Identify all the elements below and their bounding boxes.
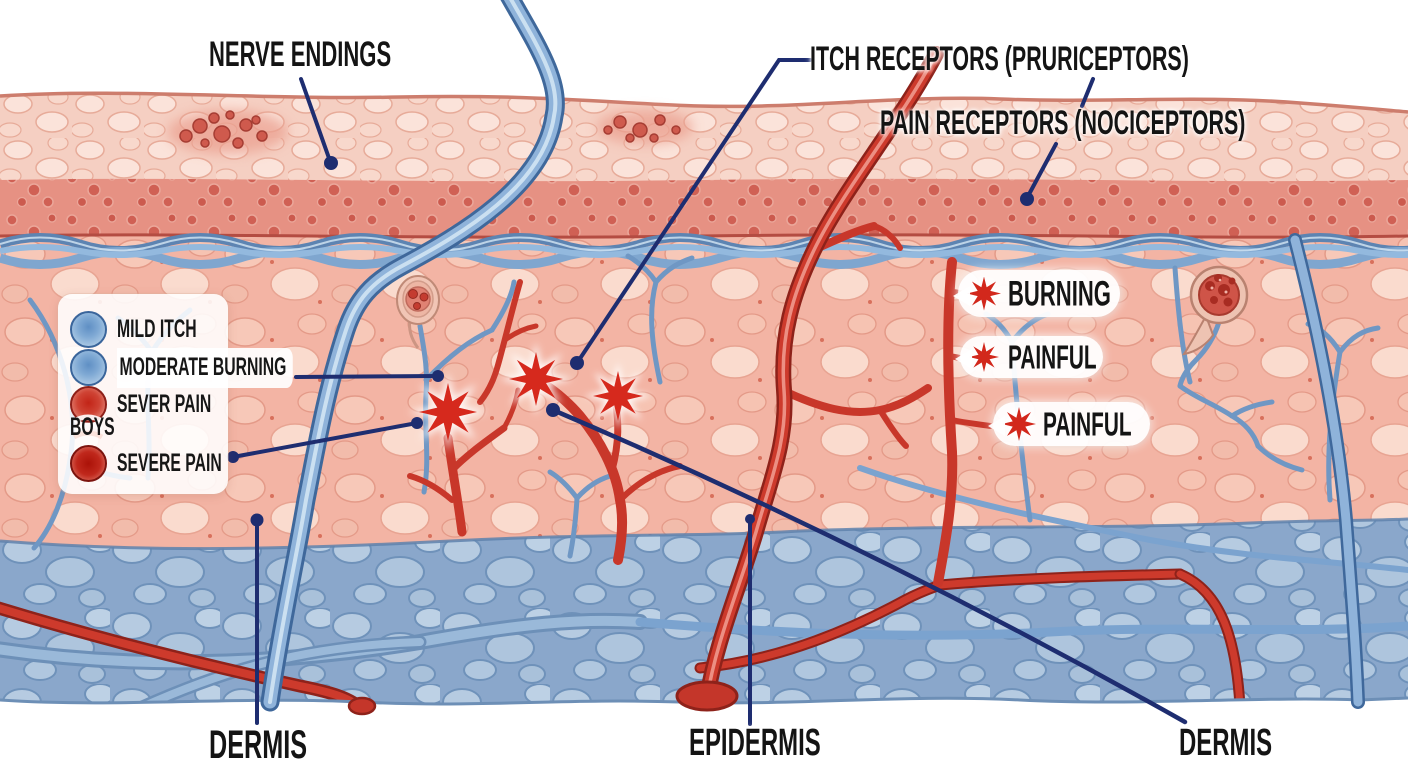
label-itch-receptors: ITCH RECEPTORS (PRURICEPTORS) [810,40,1189,78]
legend-item-boys: BOYS [70,413,141,442]
callout-painful-1: PAINFUL [955,336,1103,378]
label-pain-receptors: PAIN RECEPTORS (NOCICEPTORS) [880,104,1246,142]
legend-item-label: MODERATE BURNING [117,348,293,388]
inflamed-cluster-left [168,110,288,154]
label-epidermis: EPIDERMIS [689,722,821,764]
leader-legend-b [227,417,423,463]
legend-item-moderate-burning: MODERATE BURNING [70,348,396,388]
red-starburst-icon [967,340,1001,374]
leader-stub [1080,77,1095,108]
legend-item-label: MILD ITCH [117,314,197,343]
dark-red-gradient-circle-icon [70,445,107,482]
corpuscle-large [1181,265,1249,356]
leader-dermis-right [546,403,1188,725]
epidermis-layer [0,91,1408,182]
callout-label: PAINFUL [1008,338,1097,376]
hypodermis-layer [0,517,1408,712]
red-starburst-icon [965,274,1003,313]
legend-item-mild-itch: MILD ITCH [70,311,243,348]
callout-painful-2: PAINFUL [988,402,1150,446]
leader-epidermis [745,514,755,726]
hypodermis-bottom-white [0,698,1408,768]
main-red-trunk [347,46,944,716]
legend-box: MILD ITCH MODERATE BURNING SEVER PAIN BO… [58,294,293,494]
leader-nerve-endings [299,77,338,170]
legend-item-label: SEVERE PAIN [117,448,222,477]
blue-gradient-circle-icon [70,311,107,348]
leader-legend-a [294,370,444,382]
label-dermis-right: DERMIS [1179,722,1273,764]
leader-dermis-left [250,513,264,725]
granular-band [0,173,1408,239]
leader-itch-receptors [570,58,812,370]
dermal-red-vessels [407,222,993,588]
callout-label: PAINFUL [1043,405,1132,443]
inflamed-cluster-mid [597,110,693,144]
legend-item-sever-pain: SEVER PAIN [70,386,267,423]
main-blue-trunk [260,0,565,712]
legend-item-label: SEVER PAIN [117,389,212,418]
blue-gradient-circle-icon [70,349,107,387]
nerve-plexus-braid [0,233,1408,269]
faint-layered-arcs-icon [72,414,104,440]
hypodermis-vessels [0,465,1408,717]
right-blue-trunk [1288,233,1365,709]
leader-pain-receptors [1020,142,1058,206]
callout-label: BURNING [1008,274,1111,313]
legend-item-severe-pain: SEVERE PAIN [70,445,283,482]
label-nerve-endings: NERVE ENDINGS [209,35,392,74]
callout-burning: BURNING [953,270,1120,317]
red-starburst-icon [1000,405,1038,443]
leader-lines [227,58,1188,726]
corpuscle-small [396,275,440,349]
legend-item-label: BOYS [70,413,115,441]
label-dermis-left: DERMIS [209,723,308,767]
